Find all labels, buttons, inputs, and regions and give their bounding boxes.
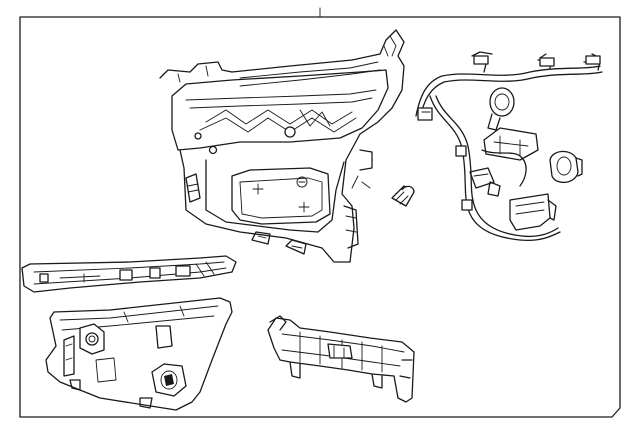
headlamp-assembly[interactable] — [159, 29, 405, 263]
wedge-bulb[interactable] — [391, 185, 415, 207]
diagram-frame — [19, 16, 621, 418]
support-bracket[interactable] — [267, 315, 415, 403]
lower-trim-strip[interactable] — [21, 255, 237, 293]
turn-signal-socket[interactable] — [549, 150, 583, 183]
bulb-socket[interactable] — [487, 87, 515, 131]
wiring-harness[interactable] — [415, 51, 603, 242]
mounting-bracket[interactable] — [45, 297, 233, 411]
